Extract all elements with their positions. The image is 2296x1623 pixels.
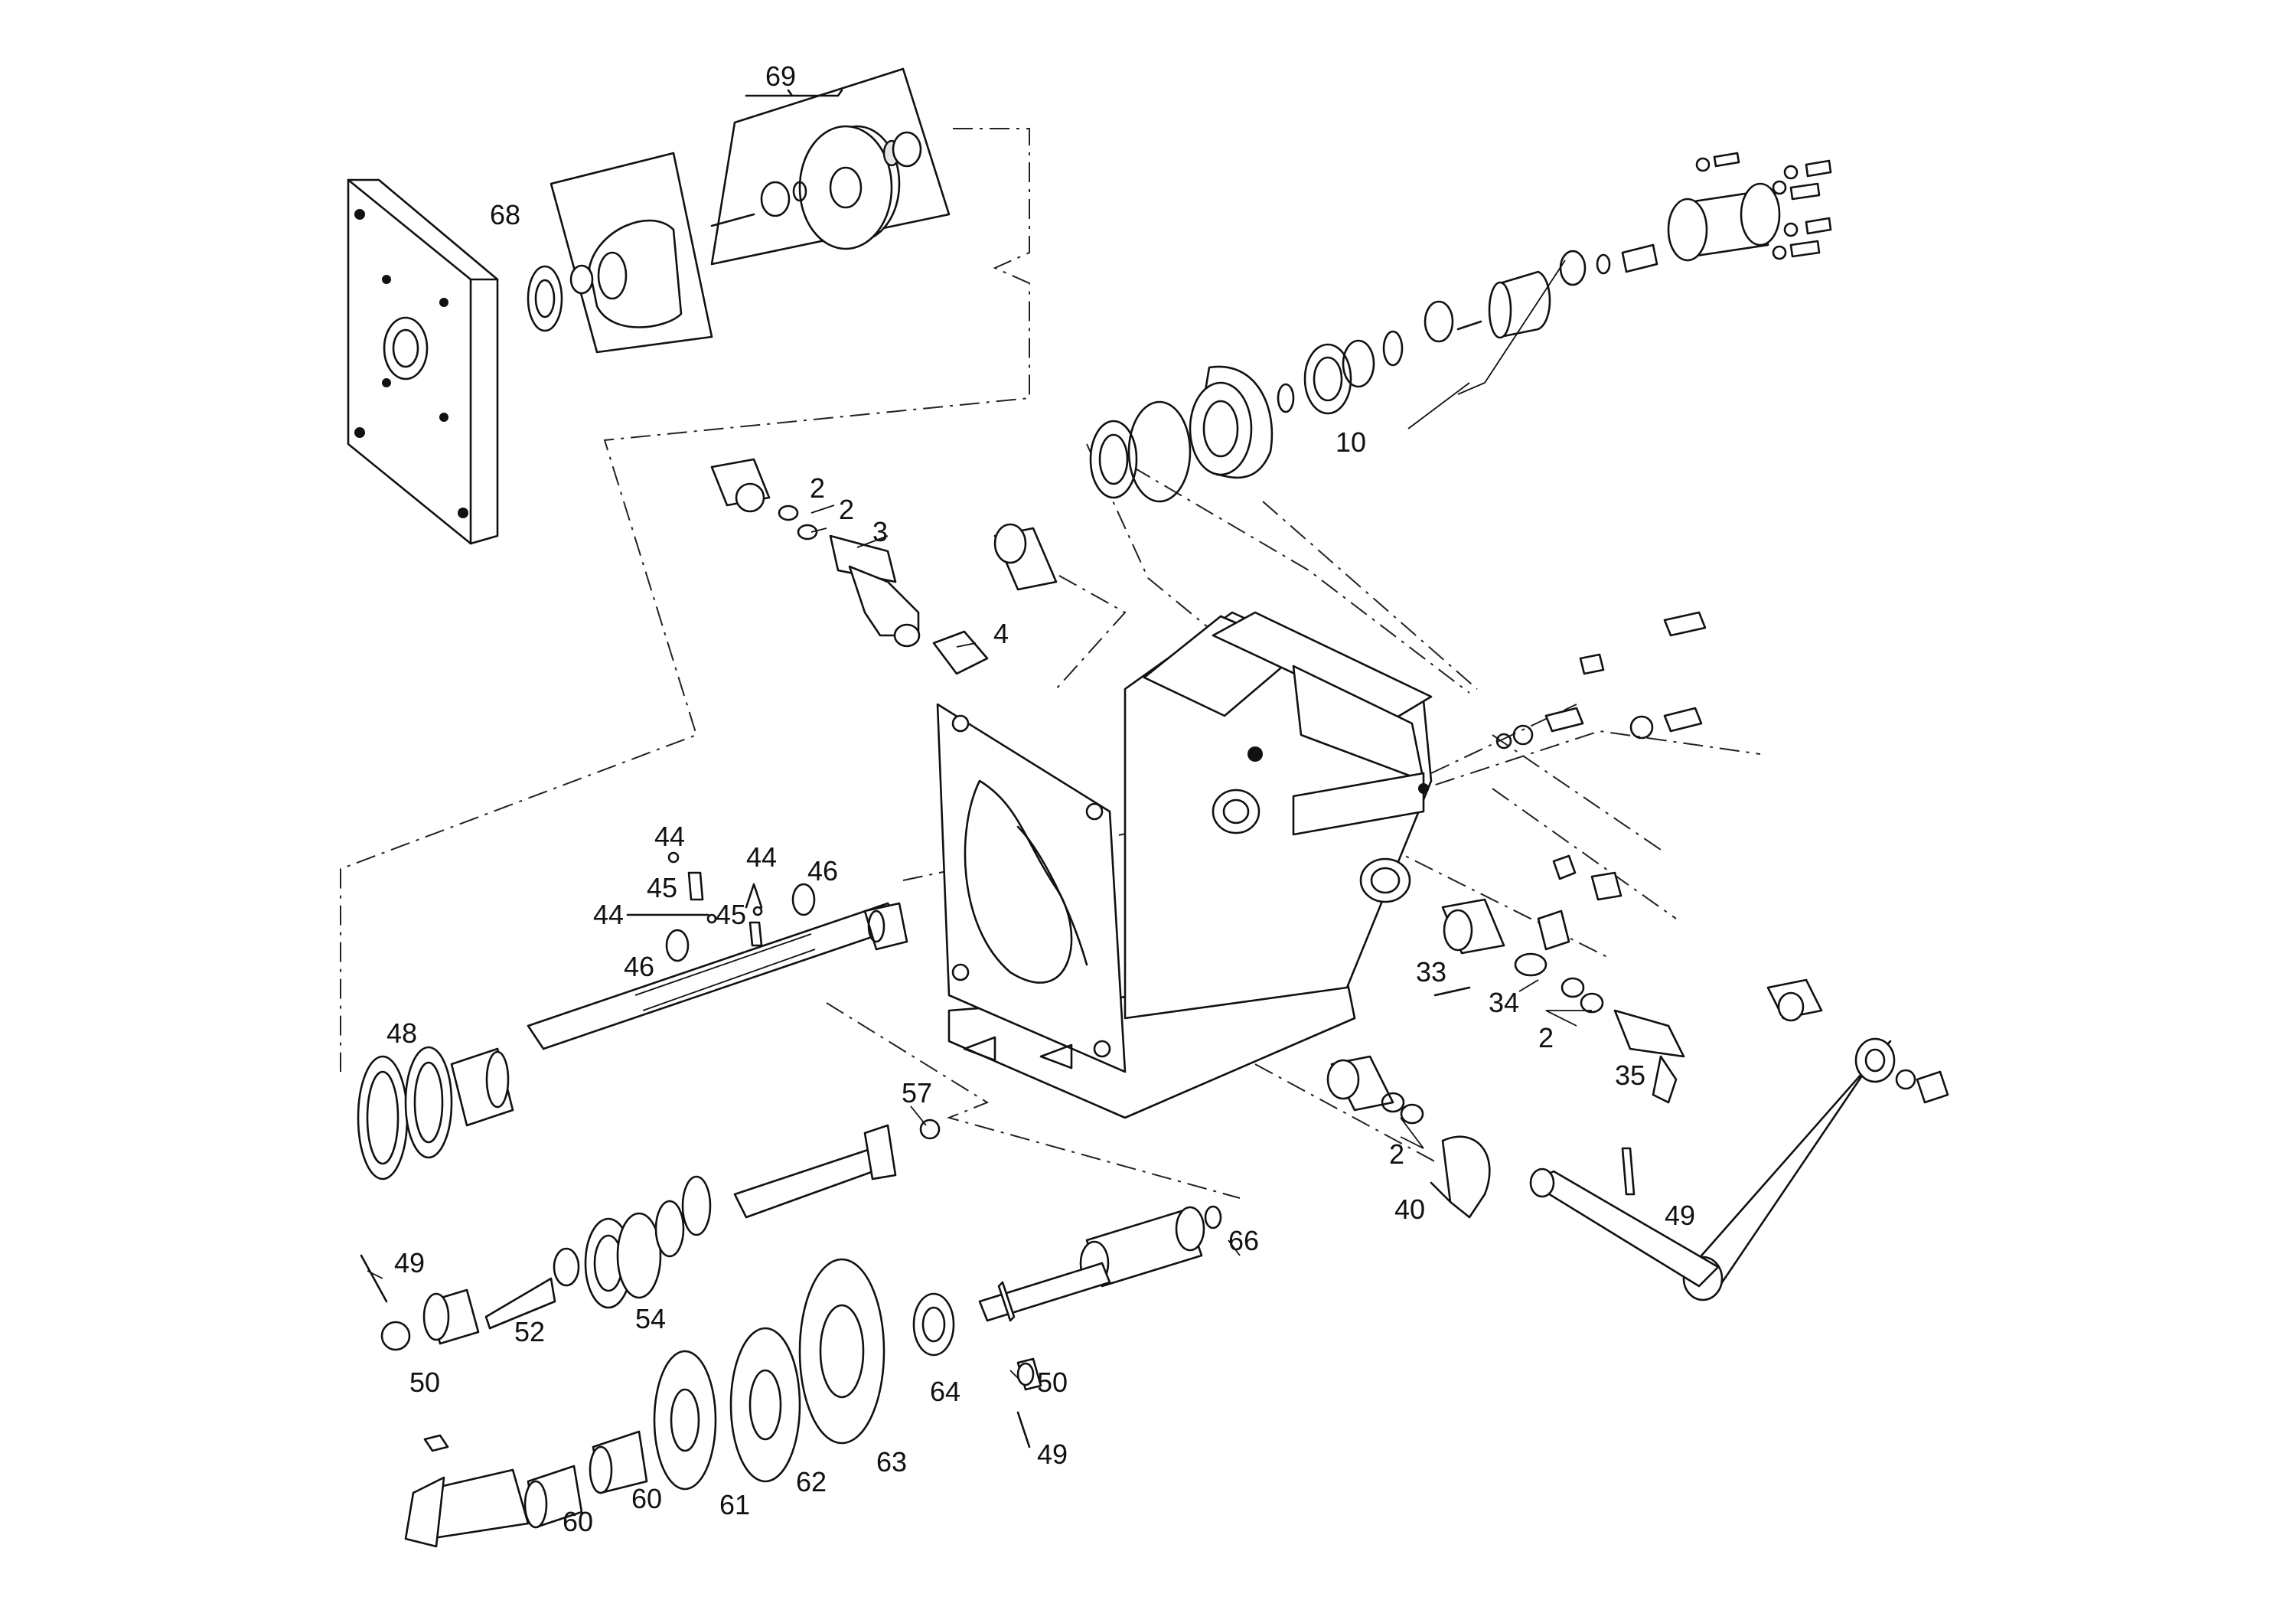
- callout-4: 4: [993, 618, 1009, 649]
- fork-lever-assembly: [1433, 898, 1685, 1104]
- crank-arm-assembly: [1326, 978, 1949, 1301]
- callout-44: 44: [593, 899, 624, 930]
- callout-45: 45: [716, 899, 746, 930]
- callout-2: 2: [1538, 1022, 1554, 1053]
- end-cover-plate: [347, 178, 499, 545]
- pulley-assembly-69: [710, 67, 951, 266]
- callout-66: 66: [1228, 1225, 1259, 1256]
- callout-69: 69: [765, 60, 796, 92]
- top-right-shaft-assembly: [1089, 152, 1832, 503]
- lower-shaft-assembly: [360, 1118, 1222, 1357]
- clutch-assembly-68: [527, 152, 713, 354]
- leader-lines: [367, 260, 1592, 1379]
- callout-44: 44: [746, 841, 777, 873]
- callout-62: 62: [796, 1466, 827, 1497]
- callout-10: 10: [1336, 426, 1366, 458]
- gearbox-housing: [936, 611, 1433, 1119]
- callout-2: 2: [839, 494, 854, 525]
- callout-52: 52: [514, 1316, 545, 1347]
- callout-54: 54: [635, 1303, 666, 1334]
- selector-lever-3: [710, 458, 1058, 675]
- right-side-fasteners: [1495, 611, 1707, 901]
- callout-50: 50: [409, 1367, 440, 1398]
- callout-33: 33: [1416, 956, 1446, 988]
- callout-49: 49: [1665, 1200, 1695, 1231]
- callout-46: 46: [624, 951, 654, 982]
- callout-49: 49: [1037, 1438, 1068, 1470]
- callout-68: 68: [490, 199, 520, 230]
- callout-64: 64: [930, 1376, 960, 1407]
- callout-60: 60: [631, 1483, 662, 1514]
- callout-61: 61: [719, 1489, 750, 1520]
- callout-49: 49: [394, 1247, 425, 1278]
- callout-63: 63: [876, 1446, 907, 1478]
- callout-3: 3: [872, 516, 888, 547]
- callout-46: 46: [807, 855, 838, 887]
- callout-60: 60: [563, 1506, 593, 1537]
- callout-2: 2: [1389, 1138, 1404, 1170]
- main-shaft-assembly: [357, 851, 908, 1181]
- lower-gear-train: [404, 1258, 1042, 1548]
- callout-44: 44: [654, 821, 685, 852]
- callout-40: 40: [1394, 1194, 1425, 1225]
- callout-50: 50: [1037, 1367, 1068, 1398]
- callout-57: 57: [902, 1077, 932, 1109]
- callout-2: 2: [810, 472, 825, 504]
- callout-labels: 69 68 10 2 2 3 4 44 45 44 45 44 46 46 48…: [386, 60, 1695, 1537]
- callout-34: 34: [1489, 987, 1519, 1018]
- callout-45: 45: [647, 872, 677, 903]
- callout-48: 48: [386, 1017, 417, 1049]
- callout-35: 35: [1615, 1060, 1645, 1091]
